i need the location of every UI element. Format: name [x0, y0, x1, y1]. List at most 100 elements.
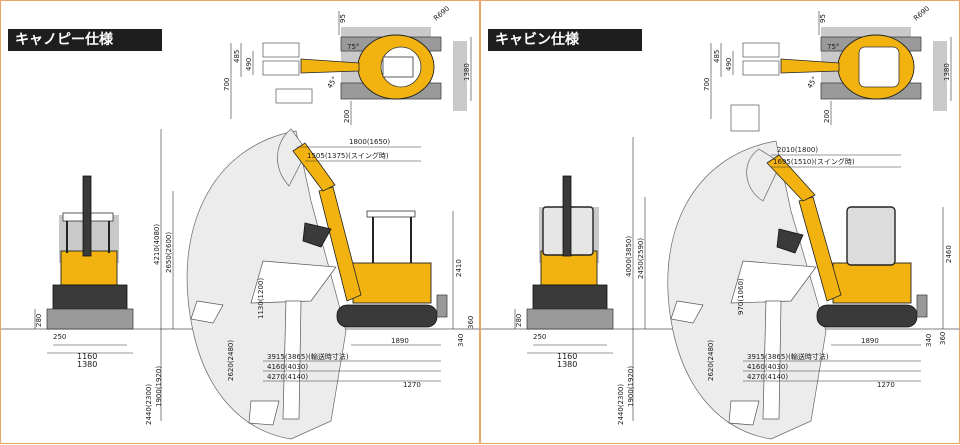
- top-view-blade-shadow: [453, 41, 467, 111]
- top-view-cabin-roof: [858, 46, 900, 88]
- dim-490: 490: [725, 58, 733, 71]
- ghost-arm-horizontal: [730, 260, 817, 304]
- top-view-bucket-3: [730, 104, 760, 132]
- dim-280: 280: [35, 314, 43, 327]
- dim-max-depth: 2440(2300): [617, 384, 625, 425]
- side-view-cabin: [846, 206, 896, 266]
- ghost-bucket-ground: [190, 300, 224, 324]
- dim-transport-len: 3915(3865)(輸送時寸法): [747, 352, 829, 361]
- dim-machine-height: 2410: [455, 259, 463, 277]
- top-view-boom: [780, 58, 840, 74]
- top-view-boom: [300, 58, 360, 74]
- dim-max-reach-ground: 4160(4030): [267, 363, 308, 371]
- dim-blade-up: 340: [457, 334, 465, 347]
- front-view: 280 250 1160 1380: [34, 175, 134, 369]
- dim-blade-down: 360: [467, 316, 475, 329]
- dim-reach-swing: 1695(1510)(スイング時): [773, 157, 855, 166]
- dim-reach-max: 2010(1800): [777, 146, 818, 154]
- dim-1380: 1380: [943, 63, 951, 81]
- dim-1160: 1160: [557, 352, 577, 361]
- dim-1380: 1380: [463, 63, 471, 81]
- panel-title: キャノピー仕様: [8, 29, 162, 51]
- dim-depth-b: 1900(1920): [155, 366, 163, 407]
- side-view-track: [336, 304, 438, 328]
- dim-max-reach: 4270(4140): [747, 373, 788, 381]
- ghost-bucket-deep: [728, 400, 760, 426]
- dim-blade-down: 360: [939, 332, 947, 345]
- dim-transport-len: 3915(3865)(輸送時寸法): [267, 352, 349, 361]
- side-view-bucket: [302, 222, 332, 248]
- dim-280: 280: [515, 314, 523, 327]
- top-view-bucket-1: [262, 42, 300, 58]
- dim-95: 95: [339, 14, 347, 23]
- side-view-blade: [436, 294, 448, 318]
- dim-250: 250: [53, 333, 66, 341]
- side-view-bucket: [776, 228, 804, 254]
- dim-tail: 1890: [861, 337, 879, 345]
- top-view-bucket-2: [742, 60, 780, 76]
- top-view-bucket-2: [262, 60, 300, 76]
- dim-max-reach-ground: 4160(4030): [747, 363, 788, 371]
- dim-reach-max: 1800(1650): [349, 138, 390, 146]
- cabin-drawing: 95 R690 75° 45° 485 490 700 200 1380: [481, 5, 960, 440]
- top-view-blade-shadow: [933, 41, 947, 111]
- dim-700: 700: [703, 78, 711, 91]
- dim-95: 95: [819, 14, 827, 23]
- front-view-boom: [82, 175, 92, 257]
- panel-title: キャビン仕様: [488, 29, 642, 51]
- ghost-arm-down: [282, 300, 302, 420]
- angle-45: 45°: [326, 75, 339, 90]
- side-view-blade: [916, 294, 928, 318]
- side-view-track: [816, 304, 918, 328]
- side-view-boom: [318, 186, 362, 302]
- top-view: 95 R690 75° 45° 485 490 700 200 1380: [703, 5, 952, 132]
- dim-max-dump-height: 2650(2600): [165, 232, 173, 273]
- dim-blade-reach: 1270: [403, 381, 421, 389]
- panel-cabin: キャビン仕様 95 R69: [480, 0, 960, 444]
- dim-machine-height: 2460: [945, 245, 953, 263]
- ghost-bucket-deep: [248, 400, 280, 426]
- front-view-blade: [46, 308, 134, 330]
- side-view: 1800(1650) 1505(1375)(スイング時) 4210(4080) …: [145, 128, 475, 440]
- dim-depth-a: 2620(2480): [227, 340, 235, 381]
- angle-75: 75°: [827, 43, 839, 51]
- dim-max-dig-height: 4210(4080): [153, 224, 161, 265]
- dim-depth-a: 2620(2480): [707, 340, 715, 381]
- dim-blade-reach: 1270: [877, 381, 895, 389]
- dim-depth-b: 1900(1920): [627, 366, 635, 407]
- dim-max-dig-height: 4000(3850): [625, 236, 633, 277]
- dim-200: 200: [823, 110, 831, 123]
- dim-1160: 1160: [77, 352, 97, 361]
- top-view-bucket-3: [275, 88, 313, 104]
- top-view-seat: [382, 56, 414, 78]
- angle-75: 75°: [347, 43, 359, 51]
- side-view-arm: [292, 142, 336, 192]
- dim-700: 700: [223, 78, 231, 91]
- dim-vertical-wall: 1130(1200): [257, 278, 265, 319]
- side-view: 2010(1800) 1695(1510)(スイング時) 4000(3850) …: [617, 137, 953, 440]
- dim-1380-front: 1380: [77, 360, 97, 369]
- dim-max-depth: 2440(2300): [145, 384, 153, 425]
- ghost-bucket-ground: [670, 300, 704, 324]
- dim-1380-front: 1380: [557, 360, 577, 369]
- dim-485: 485: [713, 50, 721, 63]
- dim-max-dump-height: 2450(2590): [637, 238, 645, 279]
- side-view-upper-body: [352, 262, 432, 304]
- dim-485: 485: [233, 50, 241, 63]
- top-view-bucket-1: [742, 42, 780, 58]
- top-view: 95 R690 75° 45° 485 490 700 200 1380: [223, 5, 472, 125]
- dim-tail: 1890: [391, 337, 409, 345]
- front-view-boom: [562, 175, 572, 257]
- dim-reach-swing: 1505(1375)(スイング時): [307, 151, 389, 160]
- dim-200: 200: [343, 110, 351, 123]
- dim-490: 490: [245, 58, 253, 71]
- angle-45: 45°: [806, 75, 819, 90]
- ghost-arm-horizontal: [250, 260, 337, 304]
- dim-max-reach: 4270(4140): [267, 373, 308, 381]
- front-view-tracks: [52, 284, 128, 310]
- panel-canopy: キャノピー仕様: [0, 0, 481, 444]
- dim-r690: R690: [432, 5, 451, 23]
- dim-vertical-wall: 970(1060): [737, 278, 745, 315]
- front-view: 280 250 1160 1380: [514, 175, 614, 369]
